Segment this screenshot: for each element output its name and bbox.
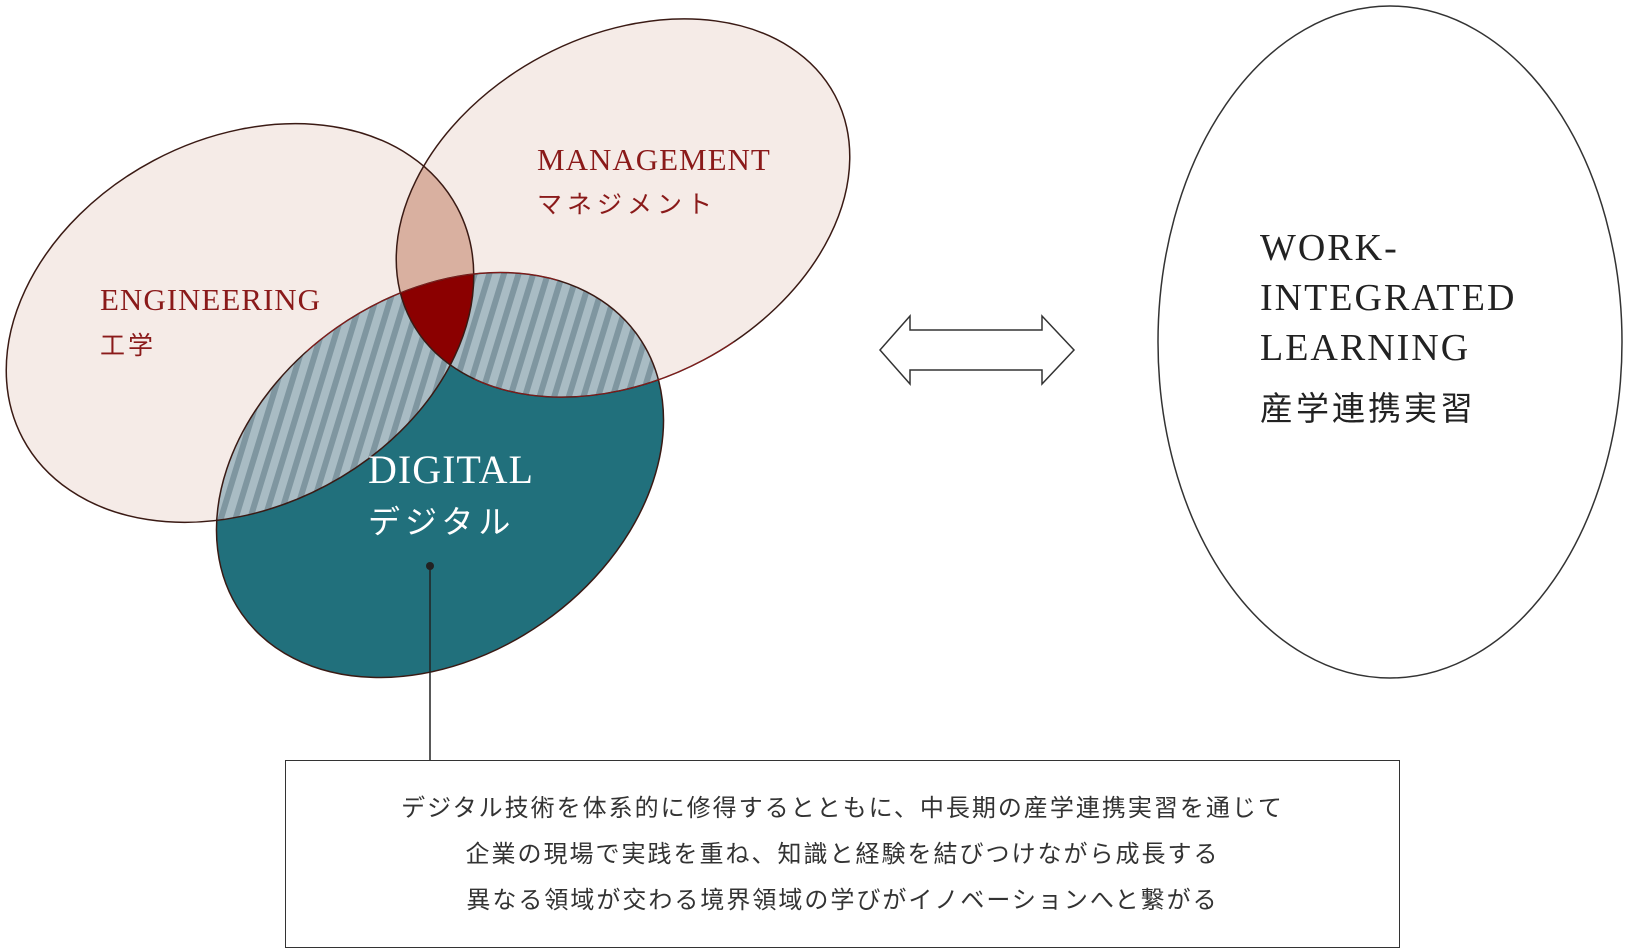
- description-line-1: デジタル技術を体系的に修得するとともに、中長期の産学連携実習を通じて: [401, 794, 1284, 822]
- management-label-en: MANAGEMENT: [537, 142, 771, 177]
- engineering-label-jp: 工学: [100, 331, 156, 360]
- digital-label-jp: デジタル: [368, 503, 515, 541]
- description-box: デジタル技術を体系的に修得するとともに、中長期の産学連携実習を通じて 企業の現場…: [285, 760, 1400, 948]
- wil-line2: INTEGRATED: [1260, 277, 1516, 319]
- description-line-3: 異なる領域が交わる境界領域の学びがイノベーションへと繋がる: [466, 886, 1219, 914]
- wil-line1: WORK-: [1260, 227, 1399, 269]
- digital-label-en: DIGITAL: [368, 447, 534, 492]
- wil-line3: LEARNING: [1260, 327, 1470, 369]
- description-line-2: 企業の現場で実践を重ね、知識と経験を結びつけながら成長する: [465, 840, 1220, 868]
- engineering-label-en: ENGINEERING: [100, 282, 321, 317]
- management-label-jp: マネジメント: [537, 190, 717, 219]
- double-headed-arrow-icon: [878, 314, 1076, 386]
- wil-label-jp: 産学連携実習: [1260, 389, 1476, 428]
- wil-circle: [1157, 5, 1623, 679]
